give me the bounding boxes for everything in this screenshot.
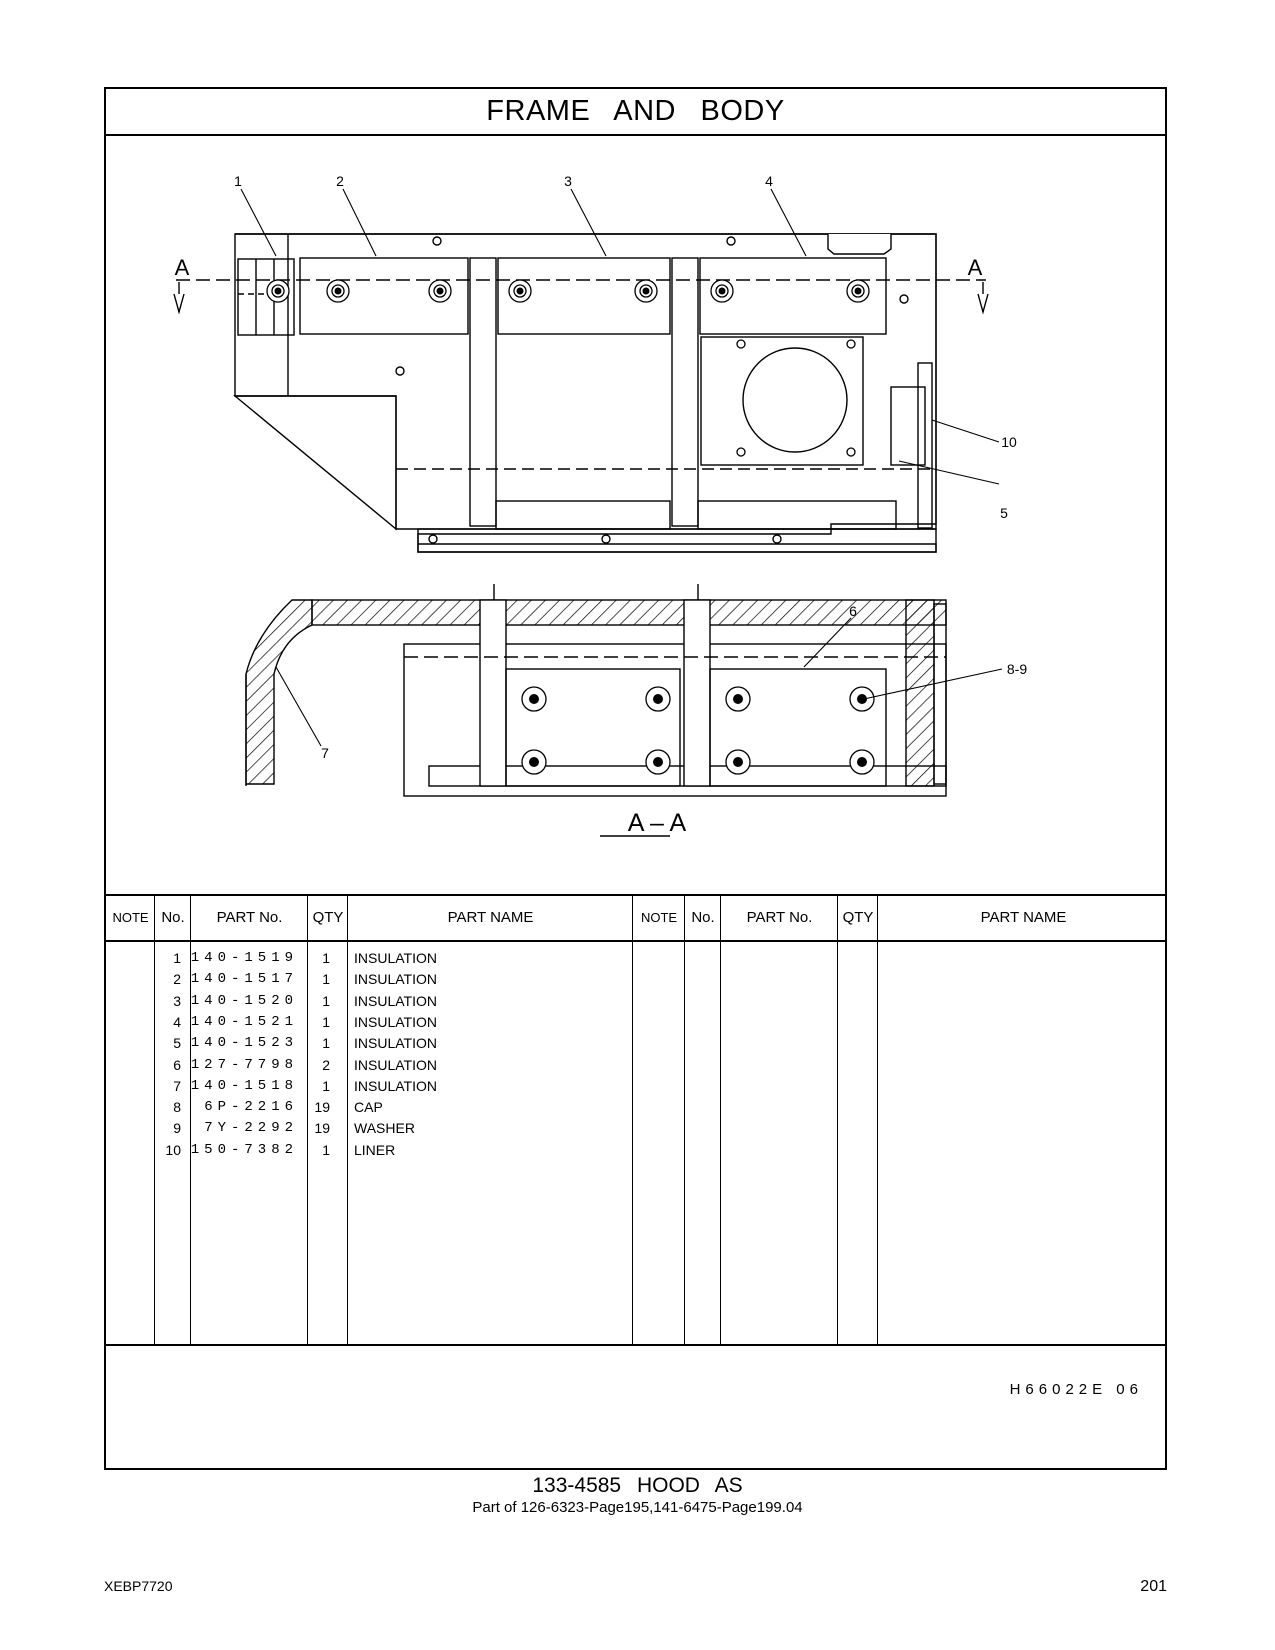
table-row: 4 140-1521 1 INSULATION (106, 1011, 633, 1033)
row-no: 10 (165, 1141, 181, 1158)
table-row: 9 7Y-2292 19 WASHER (106, 1117, 633, 1139)
page-number: 201 (1140, 1578, 1167, 1595)
row-part-no: 6P-2216 (204, 1099, 298, 1116)
row-qty: 19 (314, 1099, 330, 1116)
row-qty: 1 (322, 1035, 330, 1052)
row-part-no: 127-7798 (190, 1056, 298, 1073)
header-part-no-1: PART No. (216, 909, 283, 926)
row-part-name: CAP (354, 1099, 383, 1116)
callout-numbers: 1 2 3 4 5 6 7 8-9 10 (234, 173, 1027, 761)
parts-illustration: A A (106, 134, 1165, 896)
row-qty: 1 (322, 1077, 330, 1094)
row-no: 3 (173, 992, 181, 1009)
table-row: 8 6P-2216 19 CAP (106, 1096, 633, 1118)
section-label: A – A (628, 809, 687, 837)
callout-7: 7 (321, 745, 329, 761)
row-no: 7 (173, 1077, 181, 1094)
table-row: 1 140-1519 1 INSULATION (106, 947, 633, 969)
row-part-name: WASHER (354, 1120, 415, 1137)
callout-4: 4 (765, 173, 773, 189)
row-no: 5 (173, 1035, 181, 1052)
section-line-a (173, 279, 989, 470)
callout-2: 2 (336, 173, 344, 189)
parts-sheet: FRAME AND BODY (104, 87, 1167, 1470)
row-part-no: 7Y-2292 (204, 1120, 298, 1137)
header-note-1: NOTE (112, 910, 149, 925)
row-part-no: 140-1521 (190, 1013, 298, 1030)
header-qty-2: QTY (842, 909, 874, 926)
table-row: 2 140-1517 1 INSULATION (106, 968, 633, 990)
table-header (106, 896, 1165, 942)
row-part-name: INSULATION (354, 1056, 437, 1073)
header-part-name-1: PART NAME (447, 909, 534, 926)
row-part-no: 140-1518 (190, 1077, 298, 1094)
callout-leaders (240, 188, 1003, 747)
row-qty: 19 (314, 1120, 330, 1137)
row-no: 9 (173, 1120, 181, 1137)
row-qty: 1 (322, 950, 330, 966)
row-part-name: INSULATION (354, 971, 437, 988)
header-no-2: No. (691, 909, 715, 926)
row-part-no: 150-7382 (190, 1141, 298, 1158)
callout-10: 10 (1001, 434, 1017, 450)
assembly-subtitle: Part of 126-6323-Page195,141-6475-Page19… (472, 1499, 803, 1516)
row-no: 2 (173, 971, 181, 988)
section-view (245, 584, 947, 797)
callout-6: 6 (849, 603, 857, 619)
row-part-name: INSULATION (354, 1077, 437, 1094)
row-no: 4 (173, 1013, 181, 1030)
row-qty: 2 (322, 1056, 330, 1073)
row-part-no: 140-1520 (190, 992, 298, 1009)
parts-table: NOTE No. PART No. QTY PART NAME NOTE No.… (106, 896, 1165, 1398)
row-part-name: INSULATION (354, 1013, 437, 1030)
row-qty: 1 (322, 971, 330, 988)
header-note-2: NOTE (640, 910, 678, 925)
assembly-title: 133-4585 HOOD AS (532, 1474, 743, 1497)
row-qty: 1 (322, 1013, 330, 1030)
header-qty-1: QTY (312, 909, 344, 926)
row-no: 8 (173, 1099, 181, 1116)
table-row: 5 140-1523 1 INSULATION (106, 1032, 633, 1054)
row-qty: 1 (322, 1141, 330, 1158)
row-part-name: INSULATION (354, 950, 437, 966)
header-no-1: No. (161, 909, 185, 926)
table-row: 3 140-1520 1 INSULATION (106, 990, 633, 1012)
section-marker-left: A (175, 255, 190, 280)
header-part-name-2: PART NAME (980, 909, 1067, 926)
row-no: 1 (173, 950, 181, 966)
table-row: 10 150-7382 1 LINER (106, 1139, 633, 1161)
row-part-no: 140-1519 (190, 950, 298, 966)
section-marker-right: A (968, 255, 983, 280)
row-qty: 1 (322, 992, 330, 1009)
header-part-no-2: PART No. (746, 909, 813, 926)
exploded-view-svg: A A (173, 173, 1027, 837)
document-number: XEBP7720 (104, 1578, 173, 1594)
page-title: FRAME AND BODY (106, 89, 1165, 136)
callout-8-9: 8-9 (1007, 661, 1027, 677)
row-part-name: INSULATION (354, 1035, 437, 1052)
illustration-code: H66022E 06 (1009, 1381, 1143, 1398)
top-view (233, 233, 937, 553)
callout-5: 5 (1000, 505, 1008, 521)
callout-1: 1 (234, 173, 242, 189)
table-row: 6 127-7798 2 INSULATION (106, 1054, 633, 1076)
row-part-no: 140-1517 (190, 971, 298, 988)
row-part-no: 140-1523 (190, 1035, 298, 1052)
row-part-name: INSULATION (354, 992, 437, 1009)
table-row: 7 140-1518 1 INSULATION (106, 1075, 633, 1097)
top-view-fasteners (266, 279, 870, 303)
row-no: 6 (173, 1056, 181, 1073)
row-part-name: LINER (354, 1141, 396, 1158)
callout-3: 3 (564, 173, 572, 189)
